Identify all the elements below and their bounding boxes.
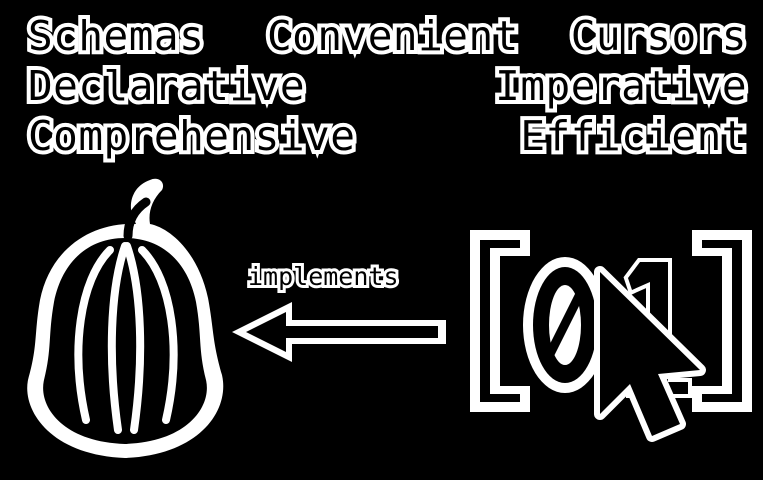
comprehensive-label: Comprehensive — [24, 108, 359, 164]
schemas-label: Schemas — [24, 8, 208, 64]
declarative-label: Declarative — [24, 58, 309, 114]
cursors-label: Cursors — [567, 8, 751, 64]
efficient-label: Efficient — [516, 108, 750, 164]
implements-label: implements — [245, 259, 401, 294]
imperative-label: Imperative — [491, 58, 750, 114]
convenient-label: Convenient — [263, 8, 522, 64]
